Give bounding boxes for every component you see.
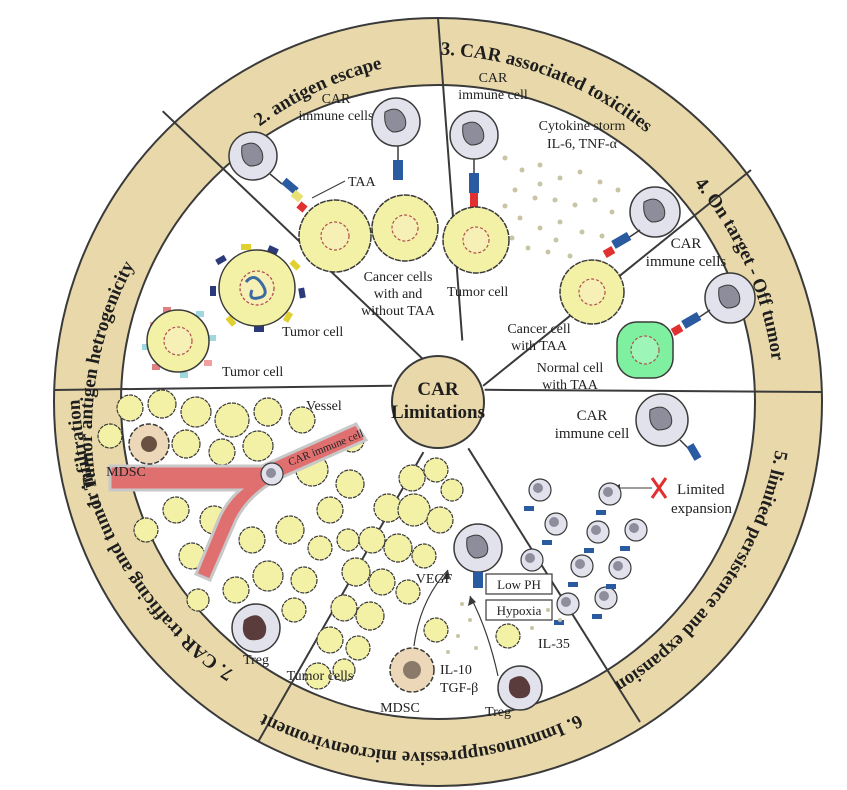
normal-cell-with-taa [616, 321, 674, 379]
car-immune-cell-large [635, 393, 702, 461]
cytokine-dots [502, 155, 621, 265]
section-5-content: CAR immune cell Limited expansion [518, 393, 732, 625]
section-1-content: Tumor cell Tumor cell [142, 244, 343, 380]
section-4-content: CAR immune cells Cancer cell with TAA No… [507, 186, 756, 393]
s2-car-label-line1: CAR [322, 92, 351, 107]
car-immune-cell-bottom [670, 272, 756, 336]
section-3-content: CAR immune cell Tumor cell Cytokine stor… [442, 71, 626, 300]
treg-cell [231, 603, 281, 653]
s6-hypoxia-label: Hypoxia [497, 603, 542, 618]
s2-cancer-label-line1: Cancer cells [364, 270, 433, 285]
s6-cytokine-dots [446, 602, 562, 654]
s1-tumor-cell-label-b: Tumor cell [222, 365, 283, 380]
tumor-cell-tagged-small [142, 307, 216, 378]
s6-tumor-cells-label: Tumor cells [287, 669, 354, 684]
s7-treg-label: Treg [243, 653, 269, 668]
s5-car-label-line1: CAR [577, 408, 608, 424]
s3-storm-label-line1: Cytokine storm [539, 119, 626, 134]
cancer-cell-without-taa [371, 194, 439, 262]
section-7-content: Vessel CAR immune cell MDSC Treg [97, 389, 369, 668]
s4-car-label-line2: immune cells [646, 254, 727, 270]
car-immune-cell-right [371, 97, 421, 180]
s6-il10-label: IL-10 [440, 663, 472, 678]
s6-treg-label: Treg [485, 705, 511, 720]
treg-cell [497, 665, 543, 711]
s6-tgfb-label: TGF-β [440, 681, 478, 696]
car-immune-cell [453, 523, 503, 588]
tumor-cell-cluster [304, 457, 521, 690]
car-immune-cell-left [228, 131, 308, 213]
s4-normal-label-line2: with TAA [542, 378, 599, 393]
s1-tumor-cell-label-a: Tumor cell [282, 325, 343, 340]
s6-il35-label: IL-35 [538, 637, 570, 652]
s3-car-label-line1: CAR [479, 71, 508, 86]
s5-limited-label-line1: Limited [677, 482, 725, 498]
s4-car-label-line1: CAR [671, 236, 702, 252]
center-title-line1: CAR [417, 379, 458, 400]
car-immune-cell-in-vessel [260, 462, 284, 486]
s5-limited-label-line2: expansion [671, 501, 732, 517]
s2-cancer-label-line3: without TAA [361, 304, 436, 319]
car-immune-cell [449, 110, 499, 207]
s7-mdsc-label: MDSC [106, 465, 146, 480]
center-hub: CAR Limitations [391, 355, 485, 449]
s2-taa-label: TAA [348, 175, 377, 190]
tumor-cell [442, 206, 510, 274]
s6-low-ph-label: Low PH [497, 577, 541, 592]
s4-cancer-label-line1: Cancer cell [507, 322, 570, 337]
cancer-cell-with-taa [559, 259, 625, 325]
center-title-line2: Limitations [391, 402, 485, 423]
car-immune-cell-top [602, 186, 681, 258]
section-2-content: CAR immune cells TAA Cancer cells with a… [228, 92, 439, 319]
tumor-cell-tagged-large [210, 244, 306, 332]
s4-normal-label-line1: Normal cell [537, 361, 604, 376]
mdsc-cell [128, 423, 170, 465]
s6-vegf-label: VEGF [416, 572, 453, 587]
s2-cancer-label-line2: with and [374, 287, 423, 302]
s3-storm-label-line2: IL-6, TNF-α [547, 137, 618, 152]
s7-vessel-label: Vessel [306, 399, 342, 414]
mdsc-cell [389, 647, 435, 693]
s5-car-label-line2: immune cell [555, 426, 630, 442]
section-6-content: VEGF Low PH Hypoxia IL-35 IL-10 TGF-β Tu… [287, 457, 570, 720]
small-immune-nuclei [525, 483, 639, 607]
s3-car-label-line2: immune cell [458, 88, 528, 103]
s4-cancer-label-line2: with TAA [511, 339, 568, 354]
s2-car-label-line2: immune cells [298, 109, 373, 124]
s3-tumor-cell-label: Tumor cell [447, 285, 508, 300]
cancer-cell-with-taa [298, 199, 372, 273]
s6-mdsc-label: MDSC [380, 701, 420, 716]
